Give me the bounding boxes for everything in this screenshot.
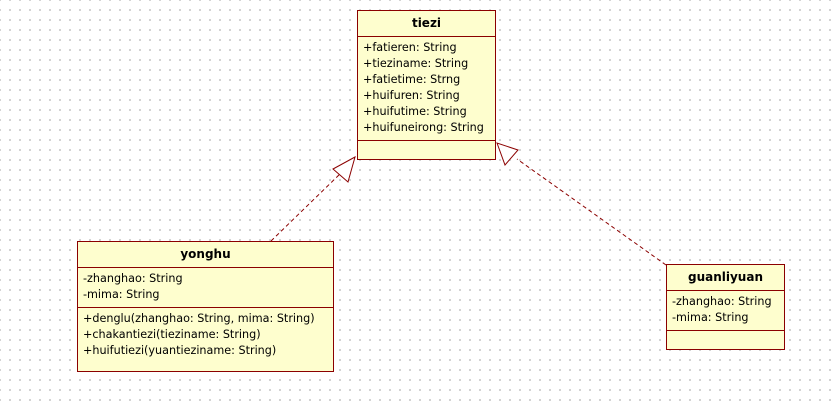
class-box-guanliyuan[interactable]: guanliyuan -zhanghao: String -mima: Stri… [666,264,785,350]
attribute-zhanghao: -zhanghao: String [83,272,183,285]
realization-arrowhead-guanliyuan-tiezi [496,142,519,166]
class-box-yonghu[interactable]: yonghu -zhanghao: String -mima: String +… [77,241,334,372]
attribute-mima: -mima: String [672,311,749,324]
operation-denglu: +denglu(zhanghao: String, mima: String) [83,312,315,325]
operation-huifutiezi: +huifutiezi(yuantieziname: String) [83,344,277,357]
class-box-tiezi[interactable]: tiezi +fatieren: String +tieziname: Stri… [357,10,496,160]
attribute-fatietime: +fatietime: Strng [363,73,461,86]
attribute-zhanghao: -zhanghao: String [672,295,772,308]
realization-line-guanliyuan-tiezi[interactable] [516,158,667,266]
attributes-compartment-tiezi: +fatieren: String +tieziname: String +fa… [358,37,495,141]
realization-line-yonghu-tiezi[interactable] [270,171,343,242]
attributes-compartment-guanliyuan: -zhanghao: String -mima: String [667,291,784,331]
operations-compartment-guanliyuan [667,331,784,342]
class-name-yonghu: yonghu [78,242,333,268]
class-name-guanliyuan: guanliyuan [667,265,784,291]
attributes-compartment-yonghu: -zhanghao: String -mima: String [78,268,333,308]
realization-arrowhead-yonghu-tiezi [332,155,356,183]
attribute-tieziname: +tieziname: String [363,57,469,70]
operation-chakantiezi: +chakantiezi(tieziname: String) [83,328,261,341]
attribute-huifutime: +huifutime: String [363,105,467,118]
operations-compartment-tiezi [358,141,495,152]
operations-compartment-yonghu: +denglu(zhanghao: String, mima: String) … [78,308,333,363]
class-name-tiezi: tiezi [358,11,495,37]
attribute-fatieren: +fatieren: String [363,41,457,54]
attribute-huifuren: +huifuren: String [363,89,460,102]
attribute-huifuneirong: +huifuneirong: String [363,121,484,134]
attribute-mima: -mima: String [83,288,160,301]
